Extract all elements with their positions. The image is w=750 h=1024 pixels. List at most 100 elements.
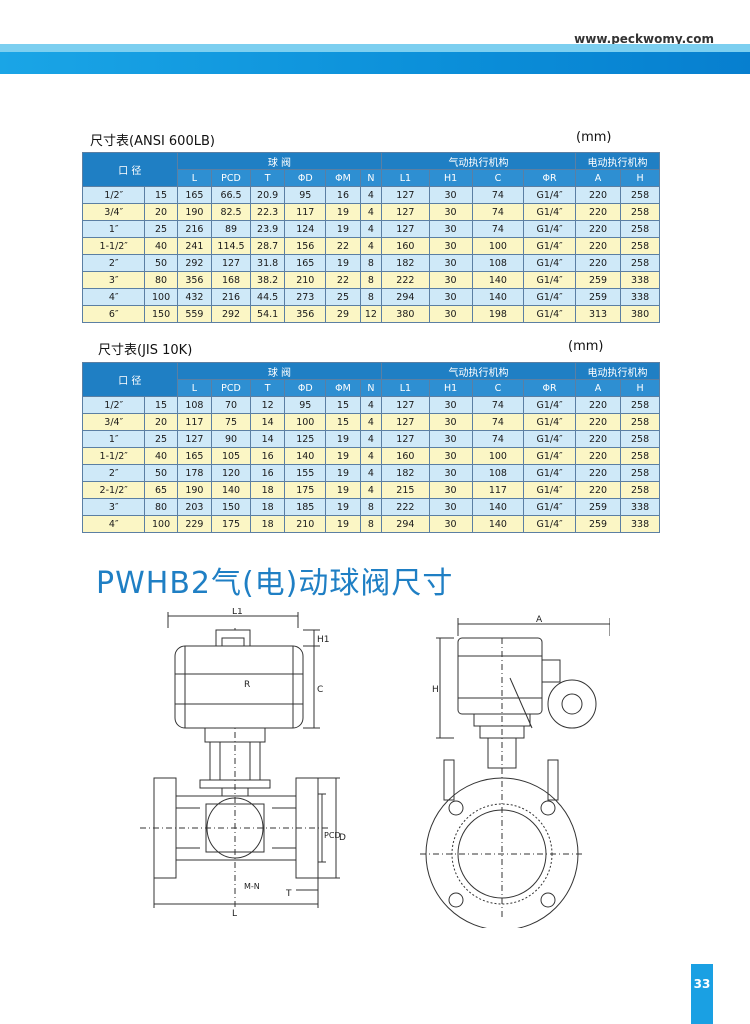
table-cell: 74 (471, 396, 525, 414)
table-cell: 80 (144, 498, 178, 516)
table-cell: G1/4″ (523, 515, 576, 533)
table-cell: 38.2 (249, 271, 286, 289)
table-cell: 16 (249, 464, 286, 482)
table-cell: 8 (359, 254, 383, 272)
table-cell: 220 (574, 430, 622, 448)
table-cell: G1/4″ (523, 186, 576, 204)
table-cell: 74 (471, 430, 525, 448)
table-cell: 216 (211, 288, 251, 306)
column-header: C (471, 379, 525, 397)
table-cell: 220 (574, 464, 622, 482)
table-cell: 4 (359, 203, 383, 221)
table-cell: 22 (325, 237, 361, 255)
size-header: 口 径 (82, 362, 178, 397)
table-cell: 313 (574, 305, 622, 323)
table-cell: 89 (211, 220, 251, 238)
table-cell: 258 (620, 430, 660, 448)
table-cell: 338 (620, 271, 660, 289)
table-cell: 117 (176, 413, 213, 431)
table-cell: 70 (211, 396, 251, 414)
table-cell: 25 (325, 288, 361, 306)
table-cell: 294 (381, 515, 430, 533)
table-cell: G1/4″ (523, 254, 576, 272)
table-cell: 30 (428, 413, 473, 431)
table-cell: 185 (284, 498, 327, 516)
table-cell: 30 (428, 186, 473, 204)
table-cell: 18 (249, 498, 286, 516)
table-cell: 356 (284, 305, 327, 323)
table-cell: 30 (428, 305, 473, 323)
table-cell: G1/4″ (523, 464, 576, 482)
table-cell: 8 (359, 288, 383, 306)
table-cell: 19 (325, 481, 361, 499)
table-cell: 18 (249, 481, 286, 499)
size-header: 口 径 (82, 152, 178, 187)
table-cell: 4 (359, 464, 383, 482)
table2-title: 尺寸表(JIS 10K) (98, 343, 193, 358)
column-header: L (176, 379, 213, 397)
table-cell: 140 (284, 447, 327, 465)
table-cell: 220 (574, 203, 622, 221)
table-cell: 1-1/2″ (81, 447, 146, 465)
column-header: T (249, 379, 286, 397)
table-cell: 30 (428, 220, 473, 238)
table-cell: 259 (574, 271, 622, 289)
table-cell: 168 (211, 271, 251, 289)
column-header: N (359, 379, 383, 397)
table-cell: 1-1/2″ (81, 237, 146, 255)
table-cell: 338 (620, 498, 660, 516)
table-cell: G1/4″ (523, 237, 576, 255)
table-cell: 100 (471, 237, 525, 255)
column-header: ΦD (284, 379, 327, 397)
table-cell: 1″ (81, 220, 146, 238)
table-cell: 127 (211, 254, 251, 272)
table-cell: 559 (176, 305, 213, 323)
column-header: ΦM (325, 169, 361, 187)
table-cell: 40 (144, 447, 178, 465)
table-cell: G1/4″ (523, 396, 576, 414)
table-cell: 30 (428, 481, 473, 499)
table-cell: 108 (471, 254, 525, 272)
table-cell: 30 (428, 447, 473, 465)
table-cell: 19 (325, 220, 361, 238)
table-cell: 165 (176, 186, 213, 204)
table-cell: 74 (471, 203, 525, 221)
column-header: ΦR (523, 169, 576, 187)
table-cell: 127 (381, 186, 430, 204)
table-cell: 258 (620, 203, 660, 221)
table-cell: G1/4″ (523, 447, 576, 465)
column-header: ΦR (523, 379, 576, 397)
table-cell: 19 (325, 447, 361, 465)
table-cell: 82.5 (211, 203, 251, 221)
table-cell: 1/2″ (81, 186, 146, 204)
table-cell: 95 (284, 396, 327, 414)
column-header: C (471, 169, 525, 187)
table-cell: 150 (144, 305, 178, 323)
table-cell: 4 (359, 481, 383, 499)
table-cell: G1/4″ (523, 430, 576, 448)
table-cell: 3″ (81, 498, 146, 516)
table-cell: 1/2″ (81, 396, 146, 414)
table-cell: 2″ (81, 254, 146, 272)
electric-header: 电动执行机构 (574, 152, 661, 170)
column-header: PCD (211, 169, 251, 187)
table-cell: 140 (471, 288, 525, 306)
electric-header: 电动执行机构 (574, 362, 661, 380)
table-cell: G1/4″ (523, 481, 576, 499)
table-cell: 44.5 (249, 288, 286, 306)
table-cell: 117 (471, 481, 525, 499)
table-cell: 273 (284, 288, 327, 306)
table-cell: 1″ (81, 430, 146, 448)
table-cell: 241 (176, 237, 213, 255)
table-cell: 95 (284, 186, 327, 204)
table-cell: 4 (359, 430, 383, 448)
table-cell: 4 (359, 396, 383, 414)
